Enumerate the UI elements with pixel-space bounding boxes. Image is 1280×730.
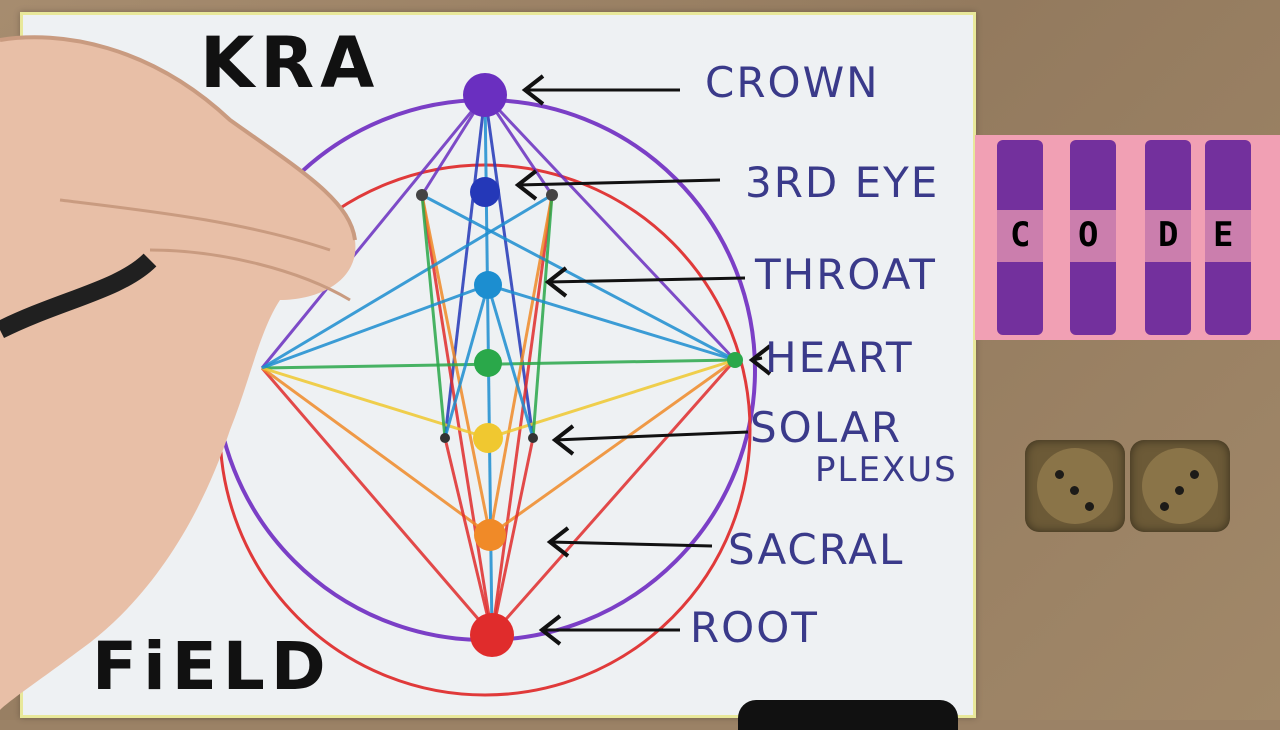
- label-crown: CROWN: [705, 58, 880, 107]
- chakra-node-re: [546, 189, 558, 201]
- label-sacral: SACRAL: [728, 525, 905, 574]
- connection-line: [490, 437, 535, 636]
- connection-line: [260, 94, 487, 369]
- connection-line: [261, 366, 491, 537]
- arrow-head: [514, 169, 538, 201]
- code-card: C O D E: [975, 135, 1280, 340]
- connection-line: [483, 93, 737, 362]
- hand: [0, 35, 357, 710]
- arrow-head: [521, 74, 545, 106]
- connection-line: [490, 359, 737, 636]
- chakra-node-rh: [727, 352, 743, 368]
- phone-edge: [738, 700, 958, 730]
- connection-line: [489, 358, 736, 537]
- die: [1025, 440, 1125, 532]
- connection-line: [443, 437, 494, 636]
- arrow-shaft: [554, 430, 749, 442]
- connection-line: [443, 284, 490, 439]
- chakra-node-heart: [474, 349, 502, 377]
- label-root: ROOT: [690, 603, 819, 652]
- arrow-head: [544, 266, 568, 298]
- code-letter: E: [1213, 215, 1234, 255]
- dice: [1025, 440, 1230, 532]
- code-letter: D: [1158, 215, 1179, 255]
- code-letter: O: [1078, 215, 1099, 255]
- connection-line: [531, 194, 554, 439]
- arrow-head: [538, 614, 562, 646]
- code-letter: C: [1010, 215, 1031, 255]
- connection-line: [490, 194, 554, 636]
- arrow-shaft: [517, 178, 721, 187]
- connection-line: [420, 194, 494, 636]
- label-plexus: PLEXUS: [815, 450, 958, 490]
- label-solar: SOLAR: [750, 403, 902, 452]
- connection-line: [261, 193, 553, 370]
- chakra-node-le: [416, 189, 428, 201]
- chakra-node-sacral: [474, 519, 506, 551]
- label-third-eye: 3RD EYE: [745, 158, 940, 207]
- chakra-node-throat: [474, 271, 502, 299]
- arrow-head: [551, 424, 575, 456]
- title-top-text: KRA: [200, 22, 381, 104]
- chakra-node-root: [470, 613, 514, 657]
- arrow-head: [546, 526, 570, 558]
- connection-line: [487, 283, 736, 362]
- connection-line: [260, 367, 494, 636]
- connection-line: [486, 284, 535, 439]
- arrow-head: [748, 344, 772, 376]
- connection-line: [261, 366, 489, 440]
- label-arrows: [514, 74, 772, 646]
- connection-line: [420, 194, 447, 439]
- arrow-shaft: [549, 540, 713, 548]
- chakra-node-solar: [473, 423, 503, 453]
- chakra-node-crown: [463, 73, 507, 117]
- title-bottom-text: FiELD: [92, 628, 332, 705]
- die: [1130, 440, 1230, 532]
- arrow-shaft: [547, 276, 746, 284]
- chakra-node-rs: [528, 433, 538, 443]
- connection-line: [421, 193, 736, 362]
- label-throat: THROAT: [755, 250, 937, 299]
- connection-line: [261, 283, 489, 370]
- connection-line: [483, 94, 535, 439]
- chakra-node-ls: [440, 433, 450, 443]
- chakra-node-third: [470, 177, 500, 207]
- label-heart: HEART: [765, 333, 914, 382]
- chakra-nodes: [416, 73, 743, 657]
